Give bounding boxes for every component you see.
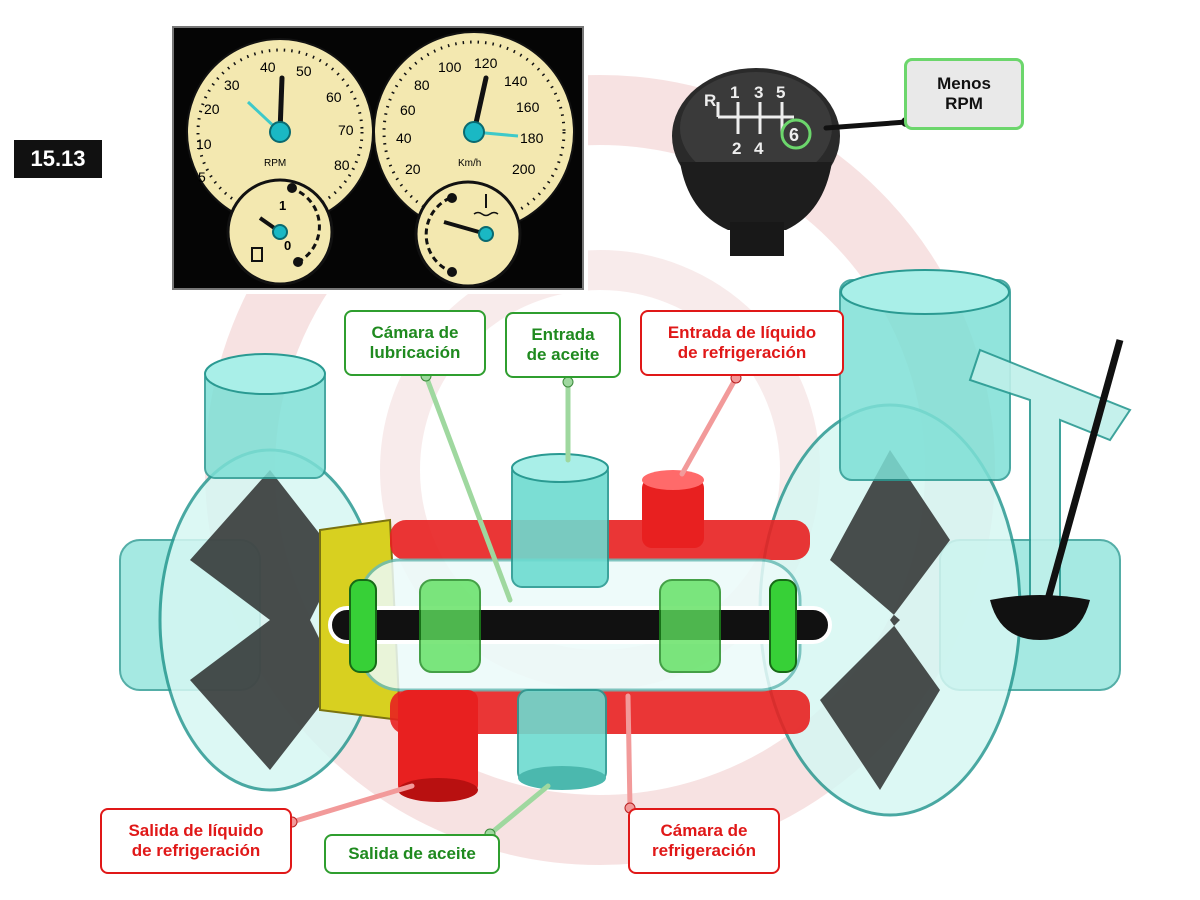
- fuel-mark: 0: [284, 238, 291, 253]
- gear-label: 5: [776, 83, 785, 102]
- speed-tick: 160: [516, 99, 540, 115]
- pointer-camara-refrigeracion: [625, 693, 633, 811]
- pointer-entrada-refrigeracion: [679, 375, 739, 477]
- gear-label: 3: [754, 83, 763, 102]
- speed-tick: 180: [520, 130, 544, 146]
- pointer-salida-aceite: [487, 783, 551, 837]
- gear-label: 4: [754, 139, 764, 158]
- pointer-menos-rpm: [823, 119, 909, 131]
- rpm-unit: RPM: [264, 158, 286, 169]
- gear-label: 1: [730, 83, 739, 102]
- speed-unit: Km/h: [458, 158, 481, 169]
- callout-salida-aceite: Salida de aceite: [324, 834, 500, 874]
- rpm-tick: 10: [196, 136, 212, 152]
- rpm-tick: 40: [260, 59, 276, 75]
- fuel-mark: 1: [279, 198, 286, 213]
- figure-number: 15.13: [14, 140, 102, 178]
- speed-tick: 80: [414, 77, 430, 93]
- fuel-gauge: 1 0: [226, 178, 334, 286]
- temperature-gauge: [414, 180, 522, 288]
- speed-tick: 120: [474, 55, 498, 71]
- speed-tick: 60: [400, 102, 416, 118]
- coolant-temperature-icon: [473, 194, 499, 217]
- oil-outlet-port: [517, 689, 607, 790]
- pointer-salida-refrigeracion: [289, 783, 415, 825]
- speedometer-gauge: 20 40 60 80 100 120 140 160 180 200 Km/h: [373, 31, 575, 233]
- rpm-tick: 80: [334, 157, 350, 173]
- rpm-tick: 50: [296, 63, 312, 79]
- rpm-tick: 20: [204, 101, 220, 117]
- gear-highlight-circle: [780, 118, 812, 150]
- gear-shift-knob: R 1 3 5 2 4 6: [672, 68, 840, 256]
- fuel-pump-icon: [251, 247, 263, 262]
- intake-valve: [968, 339, 1132, 640]
- speed-tick: 40: [396, 130, 412, 146]
- tachometer-gauge: 5 10 20 30 40 50 60 70 80 RPM: [186, 38, 374, 226]
- main-shaft: [328, 606, 832, 644]
- oil-inlet-port: [511, 453, 609, 588]
- dashboard-panel: 5 10 20 30 40 50 60 70 80 RPM 1 0 20 40 …: [168, 22, 588, 294]
- speed-tick: 100: [438, 59, 462, 75]
- gear-label: R: [704, 91, 716, 110]
- speed-tick: 140: [504, 73, 528, 89]
- rpm-tick: 30: [224, 77, 240, 93]
- rpm-tick: 5: [198, 169, 206, 185]
- coolant-outlet-port: [398, 690, 478, 802]
- speed-tick: 200: [512, 161, 536, 177]
- gear-label: 2: [732, 139, 741, 158]
- gear-label-highlighted: 6: [789, 125, 799, 145]
- rpm-tick: 60: [326, 89, 342, 105]
- coolant-inlet-port: [642, 470, 704, 548]
- rpm-tick: 70: [338, 122, 354, 138]
- pointer-camara-lubricacion: [423, 373, 513, 603]
- left-turbine-housing: [119, 353, 402, 792]
- speed-tick: 20: [405, 161, 421, 177]
